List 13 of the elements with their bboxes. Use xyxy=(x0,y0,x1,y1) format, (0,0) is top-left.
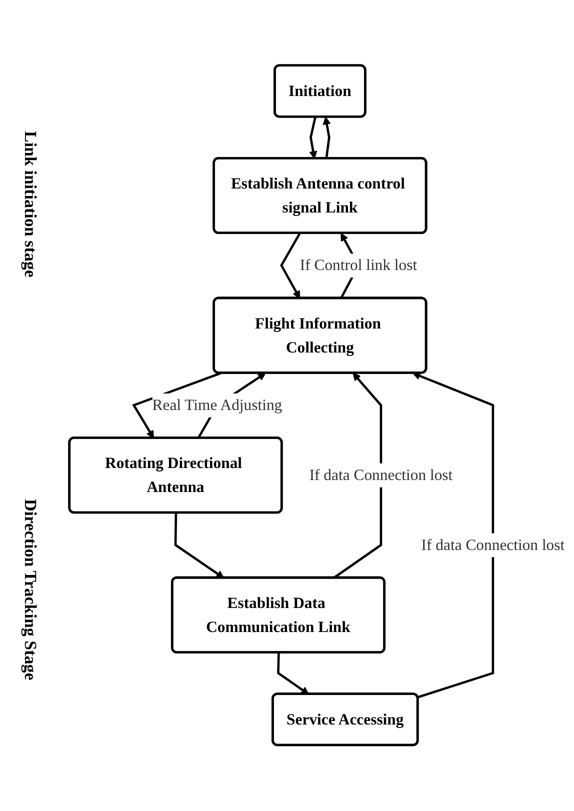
stage-label: Link initiation stage xyxy=(20,130,40,278)
arrow xyxy=(322,116,331,160)
arrow xyxy=(277,653,310,695)
edge-label: If Control link lost xyxy=(300,256,418,274)
arrow xyxy=(309,117,318,160)
arrow xyxy=(174,513,224,579)
stage-label: Direction Tracking Stage xyxy=(20,498,40,680)
arrow xyxy=(132,372,222,439)
edge-label: If data Connection lost xyxy=(309,466,453,484)
edge-label: Real Time Adjusting xyxy=(152,396,282,414)
edge-label: If data Connection lost xyxy=(421,536,565,554)
arrow xyxy=(412,372,494,699)
arrow xyxy=(280,233,301,300)
